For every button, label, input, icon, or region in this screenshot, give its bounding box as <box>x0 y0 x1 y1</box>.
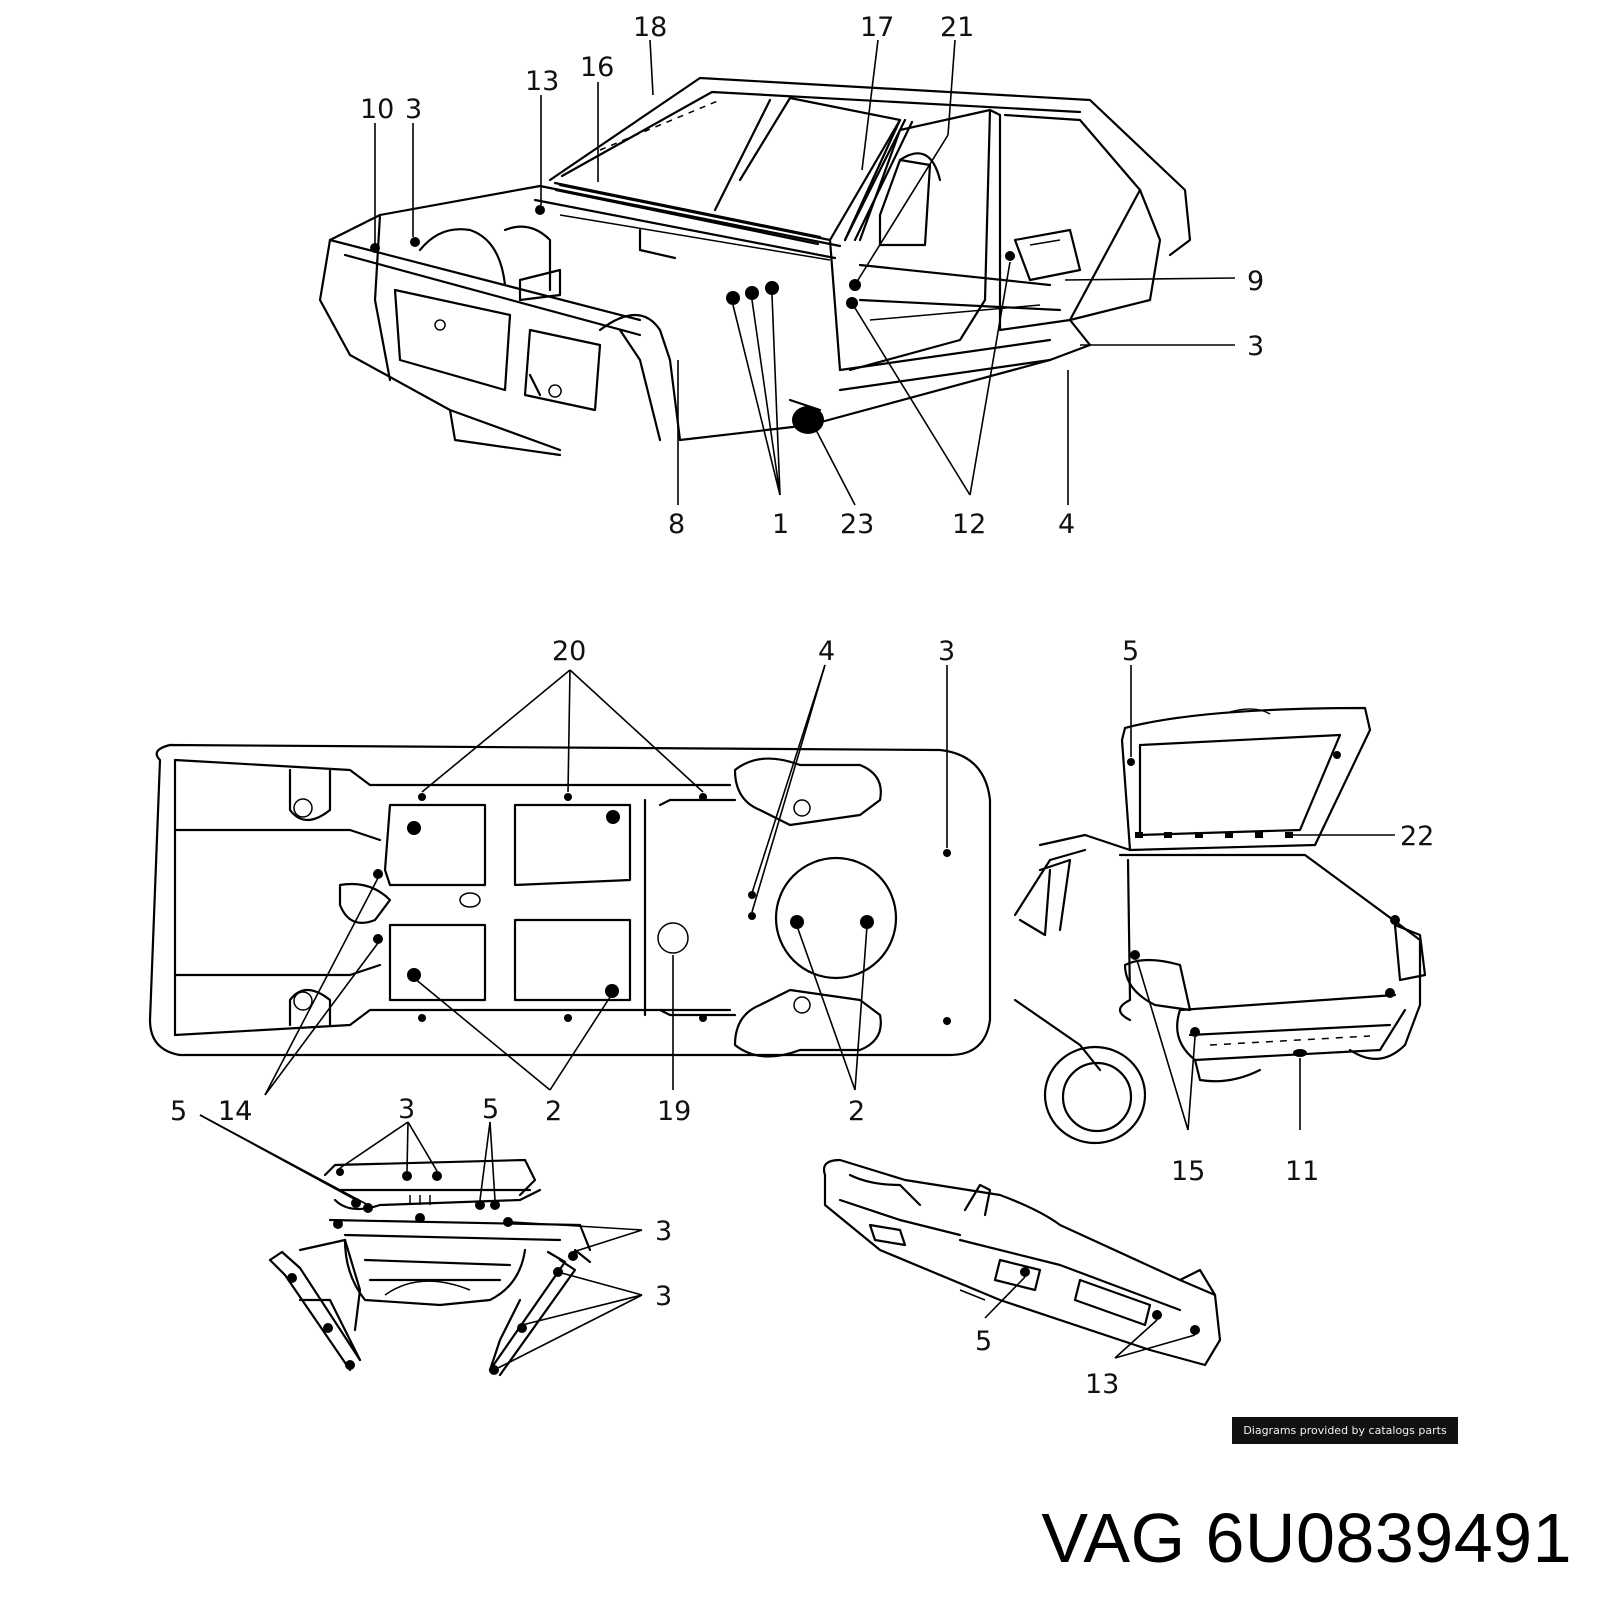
diagram-credit-badge: Diagrams provided by catalogs parts <box>1232 1417 1458 1444</box>
rear-hatch-figure: 5 22 15 11 <box>1013 636 1434 1187</box>
callout-label: 17 <box>860 12 894 43</box>
part-brand: VAG <box>1041 1499 1186 1577</box>
car-body-figure: 18 17 21 13 16 10 3 9 3 8 1 23 12 4 <box>318 12 1264 540</box>
callout-label: 15 <box>1171 1156 1205 1187</box>
callout-label: 5 <box>975 1326 992 1357</box>
callout-label: 2 <box>545 1096 562 1127</box>
callout-label: 3 <box>405 94 422 125</box>
callout-label: 20 <box>552 636 586 667</box>
callout-label: 5 <box>170 1096 187 1127</box>
callout-label: 3 <box>1247 331 1264 362</box>
callout-label: 13 <box>525 66 559 97</box>
callout-label: 23 <box>840 509 874 540</box>
callout-label: 22 <box>1400 821 1434 852</box>
callout-label: 16 <box>580 52 614 83</box>
callout-label: 11 <box>1285 1156 1319 1187</box>
part-title: VAG 6U0839491 <box>1041 1498 1572 1578</box>
callout-label: 2 <box>848 1096 865 1127</box>
callout-label: 1 <box>772 509 789 540</box>
callout-label: 14 <box>218 1096 252 1127</box>
callout-label: 5 <box>482 1094 499 1125</box>
callout-label: 18 <box>633 12 667 43</box>
callout-label: 3 <box>938 636 955 667</box>
rear-bumper-beam-figure: 5 13 <box>822 1158 1222 1400</box>
part-number: 6U0839491 <box>1205 1499 1572 1577</box>
callout-label: 5 <box>1122 636 1139 667</box>
front-frame-figure: 5 14 3 5 3 3 <box>170 1094 672 1377</box>
callout-label: 3 <box>655 1216 672 1247</box>
callout-label: 12 <box>952 509 986 540</box>
callout-label: 14 <box>218 1096 252 1127</box>
callout-label: 19 <box>657 1096 691 1127</box>
callout-label: 10 <box>360 94 394 125</box>
callout-label: 8 <box>668 509 685 540</box>
floor-pan-figure: 20 4 3 14 2 19 2 <box>148 636 992 1127</box>
callout-label: 3 <box>655 1281 672 1312</box>
callout-label: 9 <box>1247 266 1264 297</box>
callout-label: 4 <box>818 636 835 667</box>
callout-label: 4 <box>1058 509 1075 540</box>
callout-label: 13 <box>1085 1369 1119 1400</box>
callout-label: 21 <box>940 12 974 43</box>
callout-label: 3 <box>398 1094 415 1125</box>
